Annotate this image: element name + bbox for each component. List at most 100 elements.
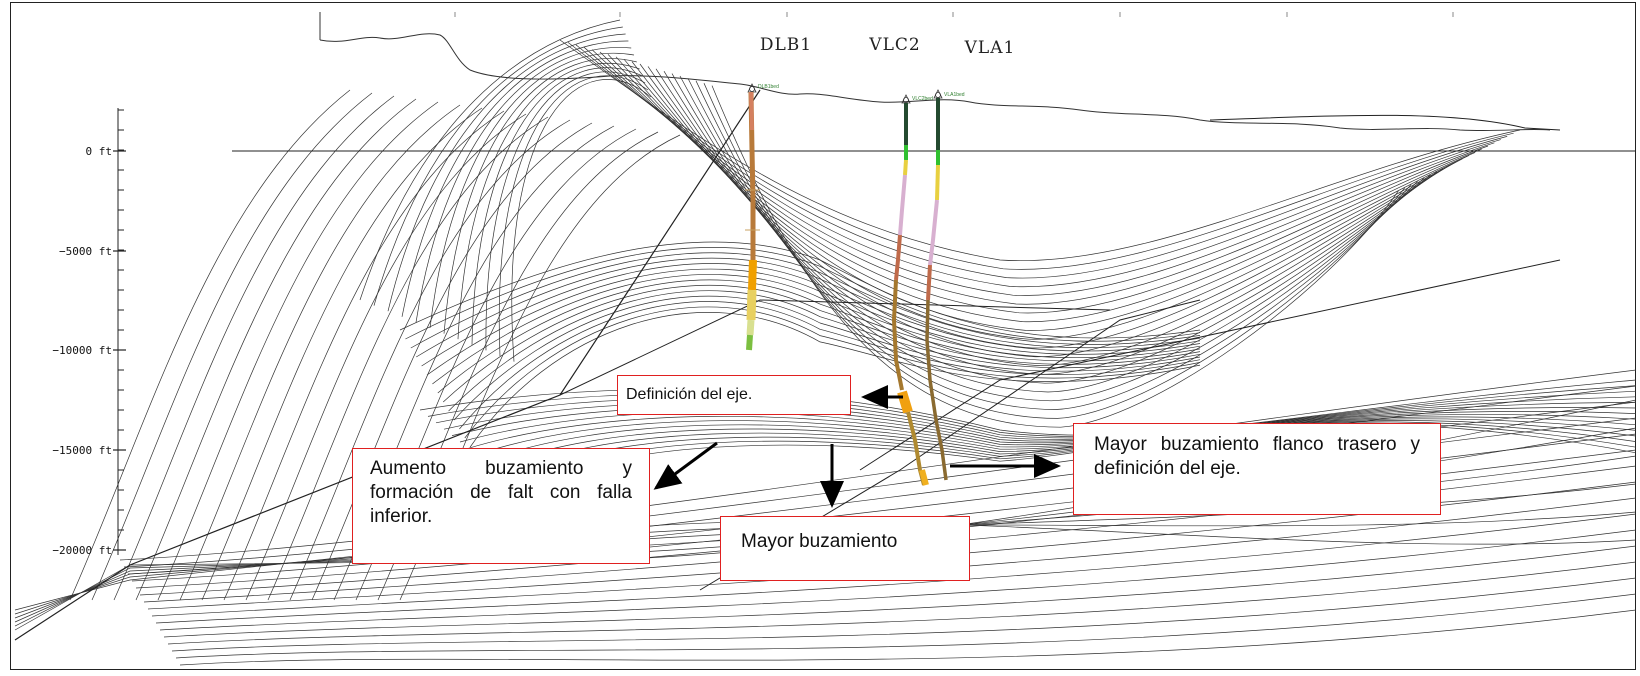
well-dlb1: DLB1bed (745, 83, 779, 351)
deep-horizon (155, 513, 1637, 624)
forelimb-horizon (223, 110, 505, 601)
topography (319, 12, 1551, 132)
fold-horizon (711, 85, 1399, 428)
depth-label-0: 0 ft (86, 145, 113, 158)
dome-horizon (373, 26, 623, 306)
dome-horizon (511, 79, 652, 362)
lower-wedge-horizon (419, 379, 1637, 436)
callout-mayor-buzamiento-text: Mayor buzamiento (741, 531, 898, 552)
depth-labels: 0 ft −5000 ft −10000 ft −15000 ft −20000… (52, 145, 112, 557)
basal-horizon (14, 455, 1637, 623)
fold-horizon (575, 44, 1508, 279)
well-name-dlb1: DLB1 (760, 35, 812, 55)
annotation-arrows (653, 385, 1061, 508)
thrust-sheet-horizon (469, 312, 1201, 448)
deep-horizon (179, 609, 1637, 666)
fold-horizon (687, 78, 1418, 402)
depth-label-10000: −10000 ft (52, 344, 112, 357)
deep-horizon (175, 593, 1637, 659)
dome-horizon (415, 47, 632, 323)
lower-wedge-horizon (499, 420, 1637, 475)
well-name-vla1: VLA1 (964, 38, 1016, 58)
thrust-sheet-horizon (453, 295, 1201, 421)
dome-horizon (443, 58, 637, 334)
forelimb-horizon (289, 119, 571, 601)
fold-horizon (599, 51, 1489, 305)
dome-horizon (471, 67, 643, 345)
lower-wedge-horizon (427, 385, 1637, 437)
callout-definicion-eje: Definición del eje. (617, 375, 851, 415)
thrust-sheet-horizon (416, 257, 1201, 358)
callout-flanco-trasero-text: Mayor buzamiento flanco trasero y defini… (1094, 434, 1420, 479)
arrow-aumento (653, 441, 718, 490)
forelimb-horizon (311, 122, 593, 601)
depth-label-5000: −5000 ft (59, 245, 112, 258)
lower-wedge-horizon (467, 411, 1637, 449)
fold-horizon (679, 75, 1425, 393)
deep-horizon (163, 545, 1637, 638)
deep-horizon (119, 369, 1637, 561)
depth-axis (113, 108, 126, 555)
fold-horizon (631, 61, 1463, 340)
well-vla1: VLA1bed (925, 89, 965, 481)
fold-horizon (559, 39, 1521, 262)
fold-horizon (607, 54, 1482, 314)
thrust-sheet-horizon (432, 274, 1201, 385)
dome-horizon (498, 75, 649, 357)
main-thrust-fault (14, 89, 761, 641)
forelimb-horizon (201, 107, 483, 601)
basal-horizon (14, 521, 1637, 611)
deep-horizon (171, 577, 1637, 652)
forelimb-horizon (179, 104, 461, 601)
lower-wedge-horizon (451, 402, 1637, 442)
basal-horizon (14, 427, 1637, 627)
fold-horizon (703, 83, 1406, 419)
callout-flanco-trasero: Mayor buzamiento flanco trasero y defini… (1073, 423, 1441, 515)
deep-horizon (159, 529, 1637, 631)
lower-wedge-horizon (507, 421, 1637, 481)
basal-horizon (14, 483, 1637, 619)
callout-aumento-buzamiento-text: Aumento buzamiento y formación de falt c… (370, 458, 632, 527)
thrust-sheet-horizon (464, 306, 1201, 439)
ramp-fault (859, 259, 1561, 471)
forelimb-horizon (69, 89, 351, 601)
thrust-sheet-horizon (448, 290, 1201, 412)
figure-frame (10, 2, 1636, 670)
well-tag-vlc2: VLC2bed (912, 96, 933, 102)
thrust-sheet-horizon (426, 268, 1201, 376)
lower-wedge-horizon (475, 414, 1637, 456)
callout-mayor-buzamiento: Mayor buzamiento (720, 516, 970, 581)
lower-wedge-horizon (435, 390, 1637, 439)
forelimb-horizon (267, 116, 549, 601)
callout-definicion-eje-text: Definición del eje. (626, 386, 753, 403)
dome-horizon (359, 19, 621, 301)
dome-horizon (485, 71, 646, 351)
deep-horizon (167, 561, 1637, 645)
thrust-sheet-horizon (399, 241, 1201, 339)
well-tag-vla1: VLA1bed (944, 92, 965, 98)
forelimb-horizon (135, 98, 417, 601)
dome-horizon (429, 52, 635, 329)
thrust-sheet-horizon (410, 252, 1201, 349)
dome-horizon (457, 62, 640, 340)
thrust-fault-2 (559, 299, 1111, 396)
basal-horizon (14, 399, 1637, 631)
forelimb-horizon (245, 113, 527, 601)
fold-horizon (567, 42, 1514, 270)
well-vlc2: VLC2bed (891, 94, 933, 486)
forelimb-horizon (113, 95, 395, 601)
lower-wedge-horizon (459, 407, 1637, 444)
thrust-sheet-horizon (437, 279, 1201, 394)
fold-horizon (695, 80, 1412, 410)
basal-horizon (14, 511, 1637, 615)
well-name-vlc2: VLC2 (868, 35, 920, 55)
forelimb-horizon (157, 101, 439, 601)
dome-horizon (401, 40, 629, 317)
fold-horizon (583, 46, 1501, 288)
lower-wedge-horizon (491, 418, 1637, 468)
lower-wedge-horizon (443, 396, 1637, 440)
top-tick-marks (454, 12, 1454, 17)
thrust-sheet-horizon (405, 247, 1201, 342)
thrust-sheet-horizon (421, 263, 1201, 367)
